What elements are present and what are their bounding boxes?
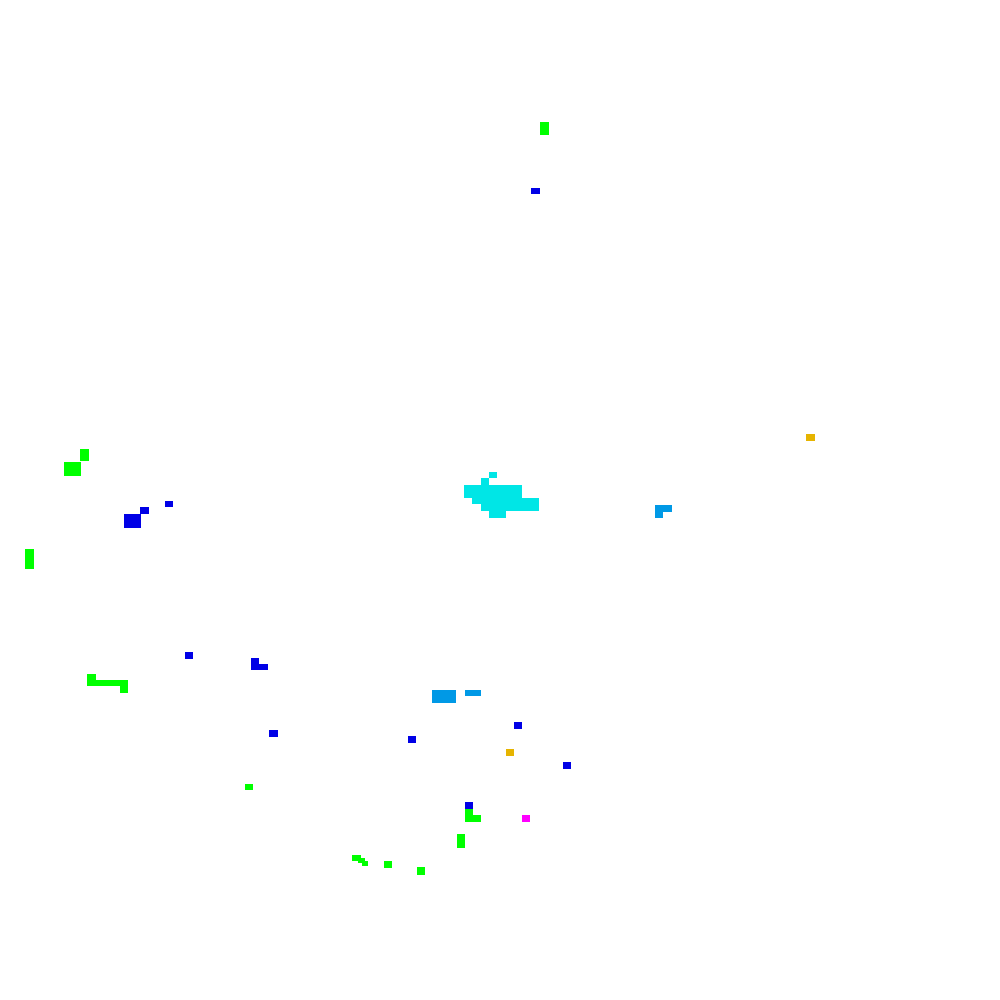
green-blob <box>465 809 473 822</box>
blob-layer <box>25 122 815 875</box>
green-blob <box>120 686 128 693</box>
green-blob <box>245 784 253 790</box>
green-blob <box>64 462 81 476</box>
blue-blob <box>465 802 473 809</box>
green-blob <box>80 449 89 461</box>
blue-blob <box>124 514 141 528</box>
cyan-blob <box>472 498 539 504</box>
green-blob <box>95 680 128 686</box>
green-blob <box>87 674 96 686</box>
gold-blob <box>806 434 815 441</box>
blue-blob <box>251 658 259 670</box>
green-blob <box>417 867 425 875</box>
green-blob <box>540 122 549 135</box>
blue-blob <box>563 762 571 769</box>
cyan-blob <box>464 485 522 498</box>
green-blob <box>358 858 365 863</box>
cyan-blob <box>481 504 539 511</box>
sky-blob <box>655 512 663 518</box>
green-blob <box>457 834 465 848</box>
gold-blob <box>506 749 514 756</box>
green-blob <box>362 861 368 866</box>
blue-blob <box>531 188 540 194</box>
green-blob <box>25 549 34 569</box>
cyan-blob <box>481 478 489 486</box>
blue-blob <box>140 507 149 514</box>
sky-blob <box>465 690 481 696</box>
magenta-blob <box>522 815 530 822</box>
blue-blob <box>165 501 173 507</box>
green-blob <box>384 861 392 868</box>
sky-blob <box>432 690 456 703</box>
blue-blob <box>514 722 522 729</box>
green-blob <box>352 855 361 861</box>
cyan-blob <box>489 472 497 478</box>
blue-blob <box>185 652 193 659</box>
sky-blob <box>655 505 672 512</box>
blue-blob <box>408 736 416 743</box>
green-blob <box>470 815 481 822</box>
blue-blob <box>269 730 278 737</box>
cyan-blob <box>489 511 506 518</box>
blue-blob <box>258 664 268 670</box>
